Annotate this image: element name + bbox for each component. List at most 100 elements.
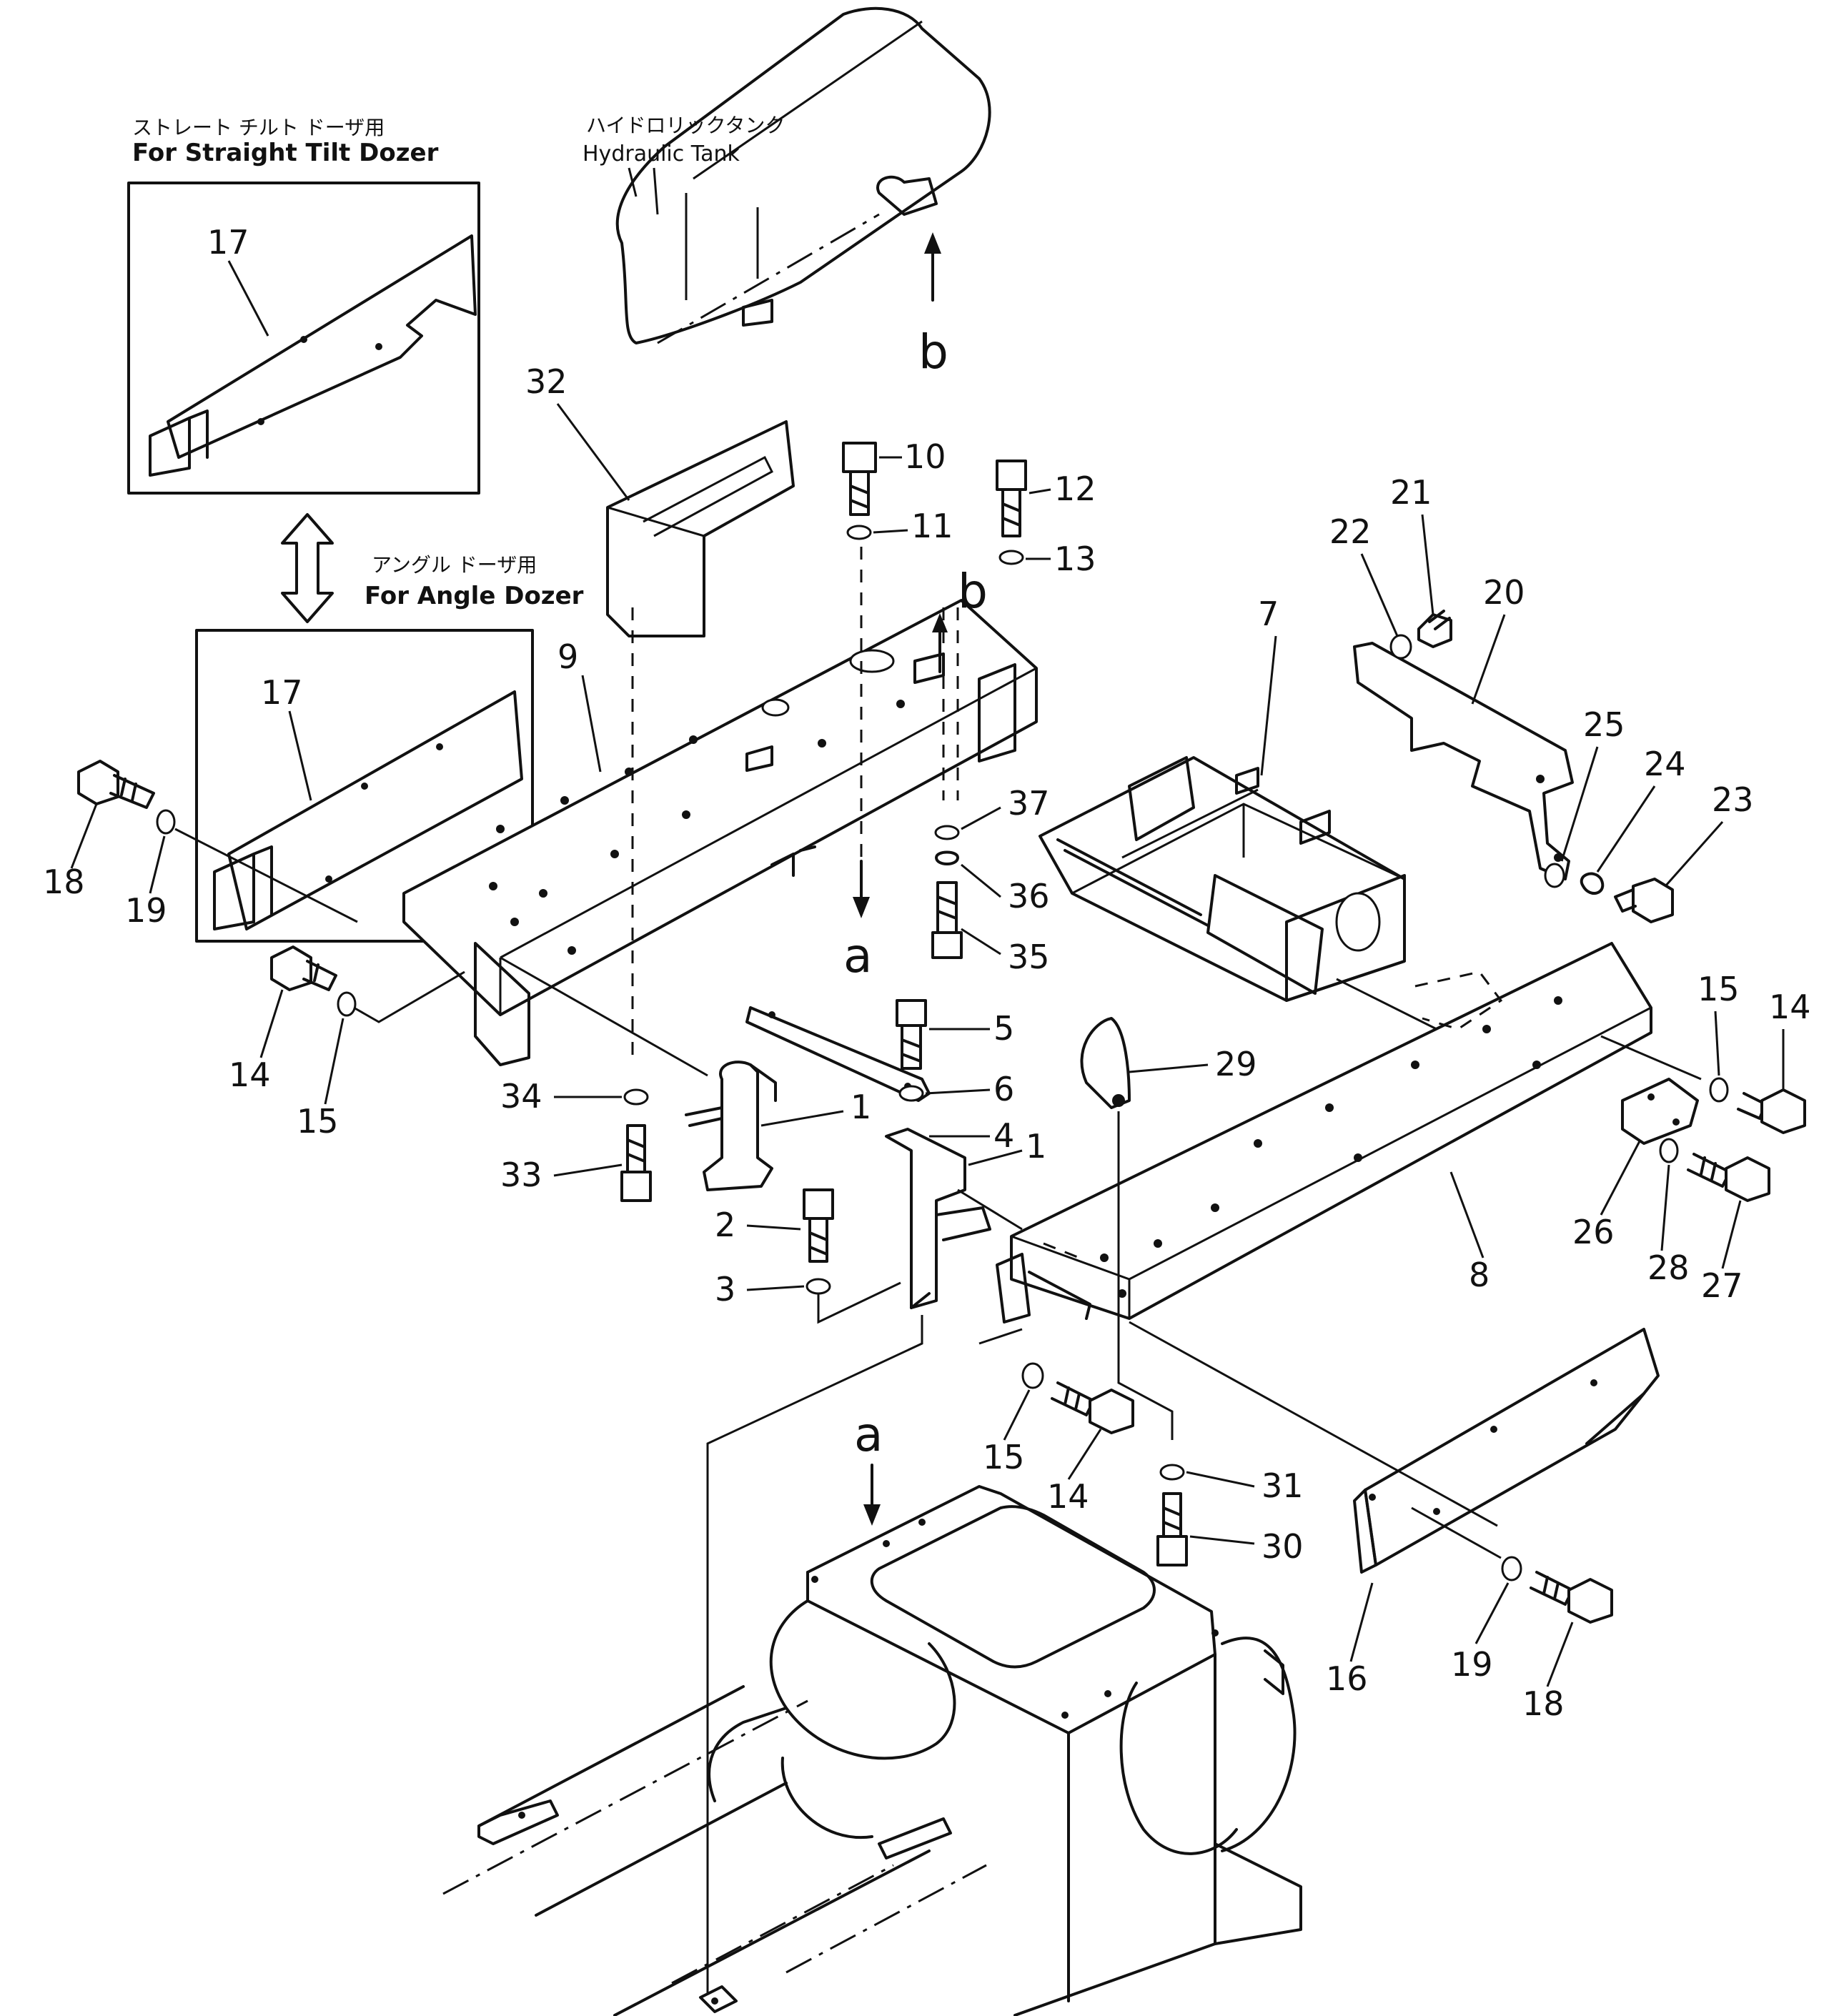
cover-plate-17-straight: [167, 234, 477, 459]
label-14-left: 14: [229, 1056, 271, 1094]
label-9: 9: [557, 637, 578, 676]
caption-tank-jp: ハイドロリックタンク: [586, 114, 785, 137]
label-7: 7: [1258, 595, 1279, 633]
washer-11: [846, 525, 872, 540]
bolt-14-left-head: [270, 945, 312, 991]
view-marker-a-frame: a: [843, 928, 872, 983]
leader-16: [1349, 1582, 1374, 1662]
inset-angle-dozer: アングル ドーザ用 For Angle Dozer 17: [195, 553, 584, 943]
label-27: 27: [1701, 1266, 1743, 1305]
case-top-opening: [870, 1505, 1156, 1669]
label-23: 23: [1712, 780, 1754, 819]
label-3: 3: [715, 1270, 735, 1309]
tank-caption-leaders: [628, 167, 659, 215]
leader-1-left: [760, 1110, 844, 1127]
washer-15-left: [337, 991, 357, 1017]
cover-plate-17-angle: [227, 690, 523, 930]
label-22: 22: [1329, 512, 1372, 551]
part-16-cover: 16 19 18: [1129, 1321, 1660, 1723]
centerline-7: [1336, 978, 1437, 1031]
brackets-part-1: 5 6 4 1 1 34 33 2 3: [500, 956, 1046, 1324]
loop-29: [1080, 1017, 1131, 1109]
cover-26: [1621, 1078, 1699, 1145]
label-37: 37: [1008, 784, 1050, 823]
left-rail-end: [477, 1799, 559, 1845]
frame-9-port: [849, 649, 895, 673]
leader-29: [1129, 1063, 1209, 1073]
leader-27: [1721, 1200, 1742, 1269]
label-35: 35: [1008, 938, 1050, 976]
leader-18-left: [70, 803, 98, 869]
case-right-bore-inner: [1119, 1682, 1238, 1855]
inset-frame-straight: [127, 182, 480, 495]
cover-16-edges: [1353, 1392, 1645, 1574]
frame-7-edges: [1071, 788, 1405, 895]
bolt-10-shank: [849, 470, 870, 516]
leader-36: [961, 863, 1001, 898]
caption-angle-jp: アングル ドーザ用: [372, 553, 537, 577]
bracket-32-detail: [607, 455, 773, 537]
leader-15-left: [324, 1018, 345, 1105]
label-29: 29: [1215, 1045, 1257, 1083]
label-24: 24: [1644, 745, 1686, 783]
leader-37: [961, 806, 1001, 830]
guard-20: [1353, 642, 1574, 880]
arrow-b-frame-head: [932, 613, 948, 632]
label-14-mid: 14: [1047, 1477, 1089, 1516]
inset-frame-angle: [195, 629, 534, 943]
caption-tank-en: Hydraulic Tank: [583, 141, 740, 167]
leader-14-left: [259, 989, 284, 1058]
bolt-5-shank: [901, 1024, 922, 1070]
label-25: 25: [1583, 705, 1625, 744]
washer-6: [898, 1085, 924, 1102]
leader-19-left: [149, 835, 166, 894]
bolt-21-thread: [1428, 610, 1451, 630]
inset-straight-tilt-dozer: ストレート チルト ドーザ用 For Straight Tilt Dozer 1…: [127, 116, 480, 495]
bolt-5-head: [896, 999, 927, 1027]
case-centerlines: [442, 1699, 987, 1985]
bracket-1-right: [885, 1128, 966, 1309]
bolt-35-shank: [936, 881, 958, 934]
part-8-right-frame: 8: [996, 942, 1652, 1324]
washer-15-right: [1709, 1077, 1729, 1103]
case-right-bore: [1221, 1637, 1297, 1852]
washer-3: [806, 1278, 831, 1295]
washer-15-mid: [1021, 1362, 1044, 1389]
tank-body: [615, 6, 991, 344]
bolt-33-shank: [626, 1124, 646, 1173]
frame-7-tabs: [1235, 767, 1331, 845]
centerline-14-right: [1600, 1035, 1702, 1081]
label-18-left: 18: [43, 863, 85, 901]
washer-19-left: [156, 809, 176, 835]
washer-34: [623, 1088, 649, 1106]
caption-angle-en: For Angle Dozer: [365, 582, 584, 610]
leader-3: [746, 1285, 805, 1291]
bolt-14-left-shank: [302, 960, 337, 991]
label-36: 36: [1008, 877, 1050, 915]
case-top-outline: [806, 1485, 1216, 2016]
leader-23: [1664, 821, 1724, 887]
case-left-bore: [769, 1599, 956, 1760]
label-6: 6: [993, 1070, 1014, 1108]
label-17-straight: 17: [207, 223, 249, 262]
part-29-loop: 29: [1080, 1017, 1257, 1286]
view-marker-a-case: a: [854, 1407, 883, 1462]
label-1-left: 1: [851, 1088, 871, 1126]
frame-9-pads: [745, 652, 945, 772]
view-marker-b-tank: b: [918, 324, 948, 379]
label-12: 12: [1054, 470, 1096, 508]
tank-edges: [685, 20, 923, 300]
caption-straight-jp: ストレート チルト ドーザ用: [132, 116, 385, 139]
centerline-30: [1117, 1286, 1174, 1440]
leader-21: [1421, 514, 1434, 615]
centerline-18-left: [174, 828, 358, 923]
bolt-14-right-head: [1760, 1088, 1806, 1134]
plate-4: [745, 1006, 931, 1102]
leader-33: [553, 1163, 623, 1177]
label-18-right: 18: [1522, 1684, 1565, 1723]
bolt-14-mid-head: [1089, 1389, 1134, 1434]
bolt-18-right-shank: [1530, 1571, 1574, 1606]
label-21: 21: [1390, 473, 1432, 512]
transmission-case: a: [442, 1315, 1302, 2016]
leader-15-right: [1714, 1011, 1720, 1076]
